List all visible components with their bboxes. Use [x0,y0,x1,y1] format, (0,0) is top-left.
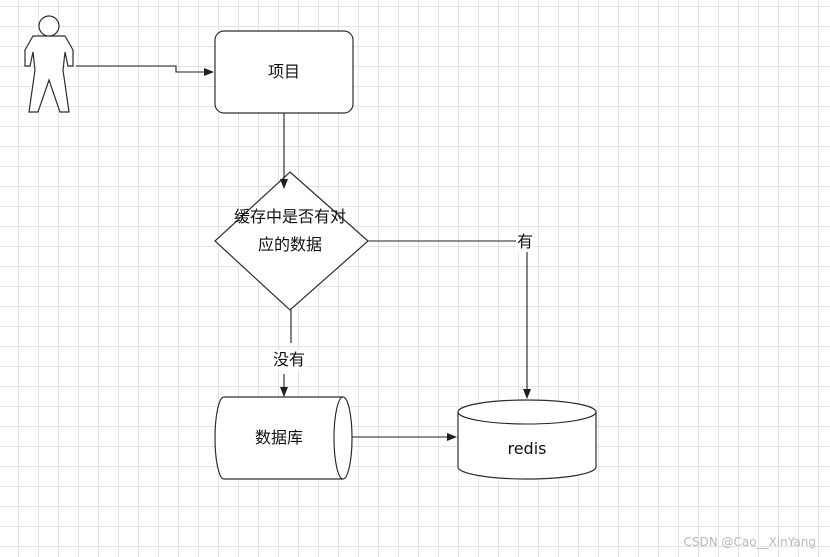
edge-actor-to-project [76,65,214,76]
edge-decision-to-redis [368,240,531,399]
decision-node-shape[interactable] [214,171,369,311]
actor-figure [24,15,74,113]
edge-decision-to-database [284,310,291,396]
database-node-shape[interactable] [214,396,353,480]
project-node-label: 项目 [267,62,300,81]
watermark: CSDN @Cao__XinYang [683,535,816,549]
redis-node-label: redis [507,439,547,458]
database-node-label: 数据库 [254,428,303,447]
redis-node-shape[interactable] [457,399,597,480]
edge-label-none: 没有 [272,350,307,370]
decision-node-label: 缓存中是否有对应的数据 [233,207,346,254]
edge-label-has: 有 [516,232,535,252]
